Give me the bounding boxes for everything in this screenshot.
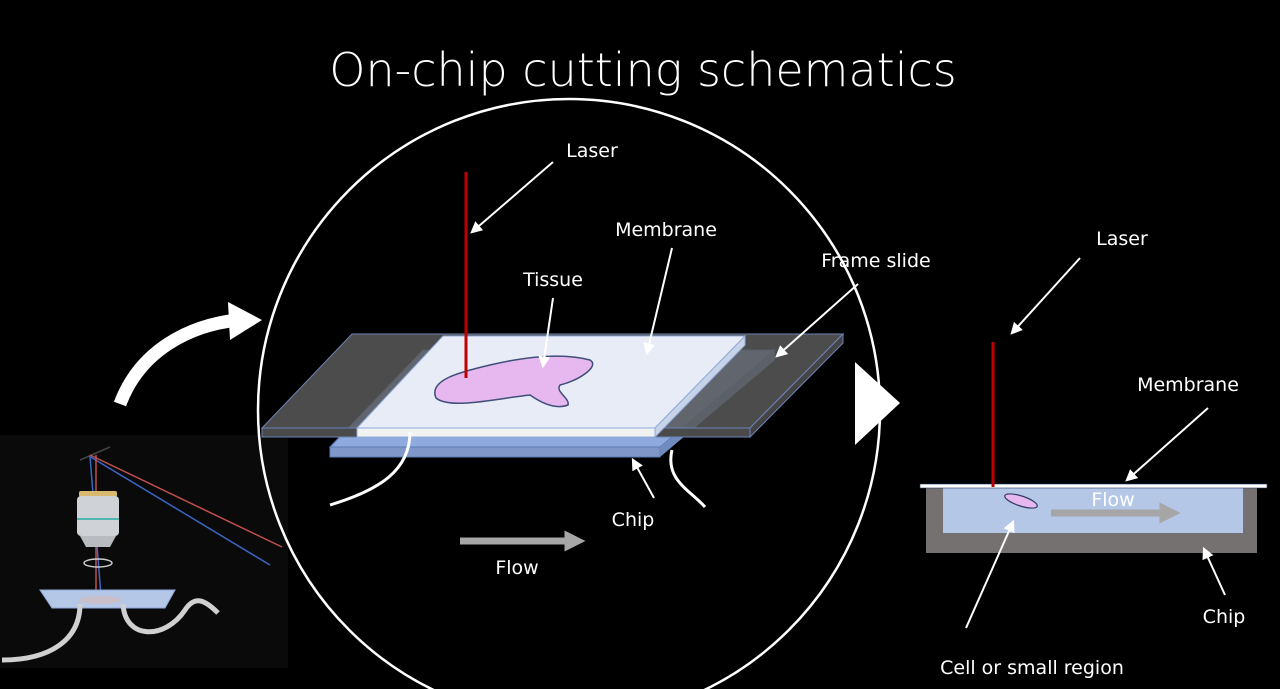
side-membrane <box>919 483 1268 489</box>
side-label-cell: Cell or small region <box>940 657 1124 679</box>
side-label-chip: Chip <box>1203 606 1246 628</box>
tissue-shape <box>434 355 594 408</box>
side-label-flow: Flow <box>1091 489 1134 511</box>
side-label-membrane: Membrane <box>1137 374 1239 396</box>
tube <box>1 603 83 663</box>
rotate-icon <box>83 558 113 568</box>
slide-title: On-chip cutting schematics <box>329 43 956 97</box>
cell-shape <box>1004 493 1038 509</box>
microscope-inset <box>0 435 288 668</box>
label-frame-slide: Frame slide <box>821 250 930 272</box>
label-chip: Chip <box>612 509 655 531</box>
red-beam <box>89 454 283 548</box>
curved-arrow-icon <box>113 313 239 407</box>
side-label-laser: Laser <box>1096 228 1148 250</box>
inlet-tube <box>329 431 412 507</box>
blue-beam <box>88 455 271 566</box>
objective-lens-icon <box>77 491 119 547</box>
tube <box>120 598 220 635</box>
next-arrow-icon <box>855 362 900 445</box>
label-flow: Flow <box>495 557 538 579</box>
outlet-tube <box>669 449 707 508</box>
label-laser: Laser <box>566 140 618 162</box>
label-membrane: Membrane <box>615 219 717 241</box>
side-view: Flow <box>919 342 1268 553</box>
label-tissue: Tissue <box>522 269 583 291</box>
